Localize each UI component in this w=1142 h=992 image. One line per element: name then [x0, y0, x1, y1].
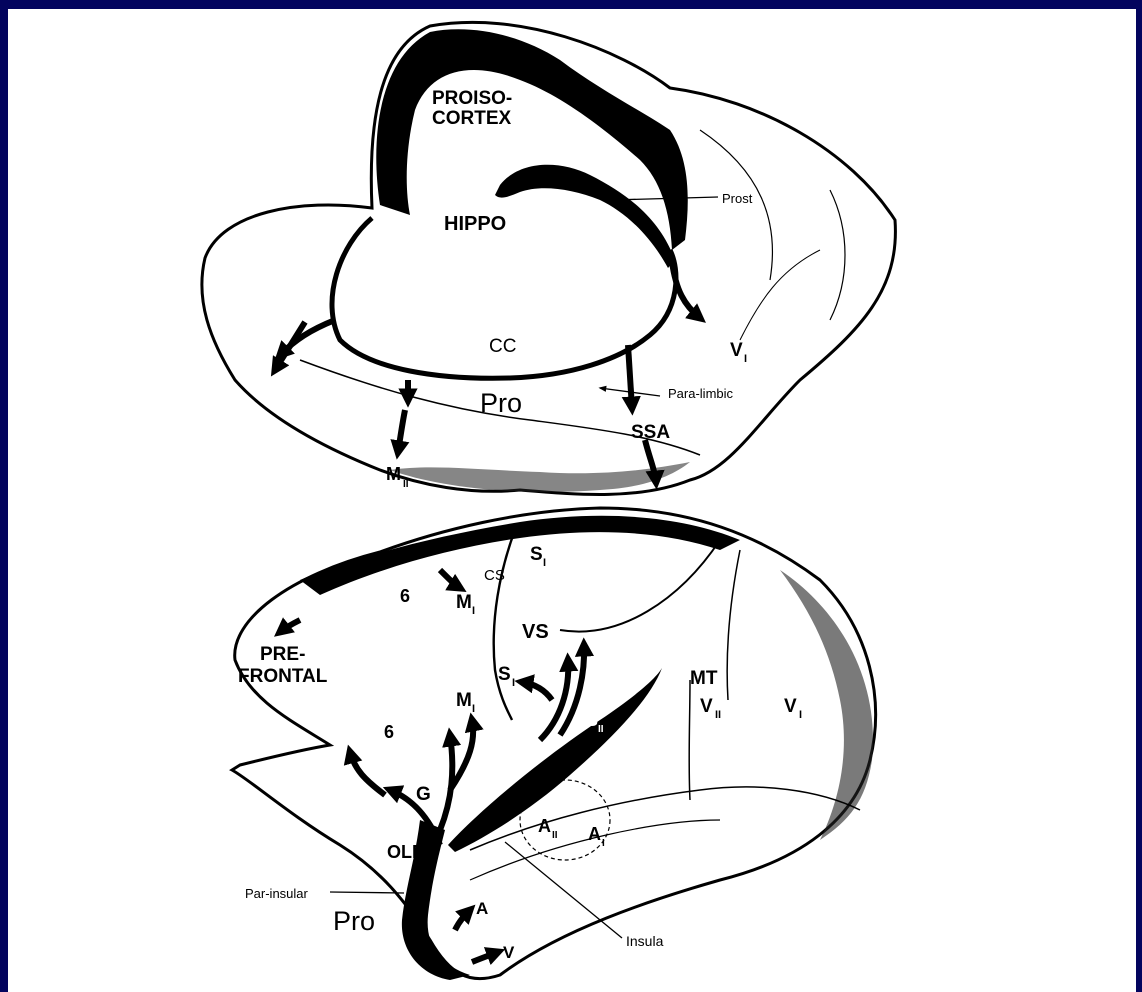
label-pro-top: Pro	[480, 388, 522, 418]
label-m2-sub: II	[403, 479, 409, 490]
label-v: V	[503, 943, 515, 962]
label-s2-sub: II	[598, 724, 604, 735]
medial-outline	[202, 22, 896, 494]
parinsular-pointer	[330, 892, 404, 893]
label-a1-sub: I	[602, 838, 605, 849]
label-hippo: HIPPO	[444, 213, 506, 235]
label-proisocortex-1: PROISO-	[432, 88, 512, 109]
label-paralimbic: Para-limbic	[668, 386, 734, 401]
label-a: A	[476, 899, 488, 918]
arrow-ssa	[628, 345, 632, 408]
label-g: G	[416, 784, 431, 805]
label-insula: Insula	[626, 933, 664, 949]
label-prefrontal-1: PRE-	[260, 644, 305, 665]
label-olf: OLF	[387, 842, 423, 862]
label-m1-mid: M	[456, 690, 472, 711]
label-s1-top-sub: I	[543, 557, 546, 569]
label-v2-sub: II	[715, 709, 721, 721]
label-a2-sub: II	[552, 830, 558, 841]
label-ssa: SSA	[631, 422, 670, 443]
label-m1-top-sub: I	[472, 605, 475, 617]
label-s1-mid-sub: I	[512, 677, 515, 689]
label-m1-top: M	[456, 592, 472, 613]
label-area6-mid: 6	[384, 722, 394, 742]
label-a2: A	[538, 816, 551, 836]
label-s1-mid: S	[498, 664, 511, 685]
label-s1-top: S	[530, 544, 543, 565]
label-prefrontal-2: FRONTAL	[238, 666, 328, 687]
label-v2: V	[700, 696, 713, 717]
label-vs: VS	[522, 621, 549, 643]
label-v1-top: V	[730, 340, 743, 361]
label-v1-bottom: V	[784, 696, 797, 717]
label-v1-bottom-sub: I	[799, 709, 802, 721]
lateral-hemisphere: S I CS M I 6 PRE- FRONTAL VS S I M I 6 S…	[232, 508, 876, 980]
label-parinsular: Par-insular	[245, 886, 309, 901]
label-cs: CS	[484, 567, 505, 584]
label-prost: Prost	[722, 191, 753, 206]
label-s2: S	[586, 710, 598, 730]
label-cc: CC	[489, 336, 516, 357]
label-a1: A	[588, 824, 601, 844]
label-proisocortex-2: CORTEX	[432, 108, 512, 129]
mt-sulcus	[689, 680, 690, 800]
label-area6-top: 6	[400, 586, 410, 606]
label-m1-mid-sub: I	[472, 703, 475, 715]
label-mt: MT	[690, 668, 718, 689]
label-pro-bottom: Pro	[333, 906, 375, 936]
medial-hemisphere: PROISO- CORTEX Prost HIPPO CC V I Para-l…	[202, 22, 896, 494]
label-m2: M	[386, 464, 401, 484]
label-v1-top-sub: I	[744, 353, 747, 365]
